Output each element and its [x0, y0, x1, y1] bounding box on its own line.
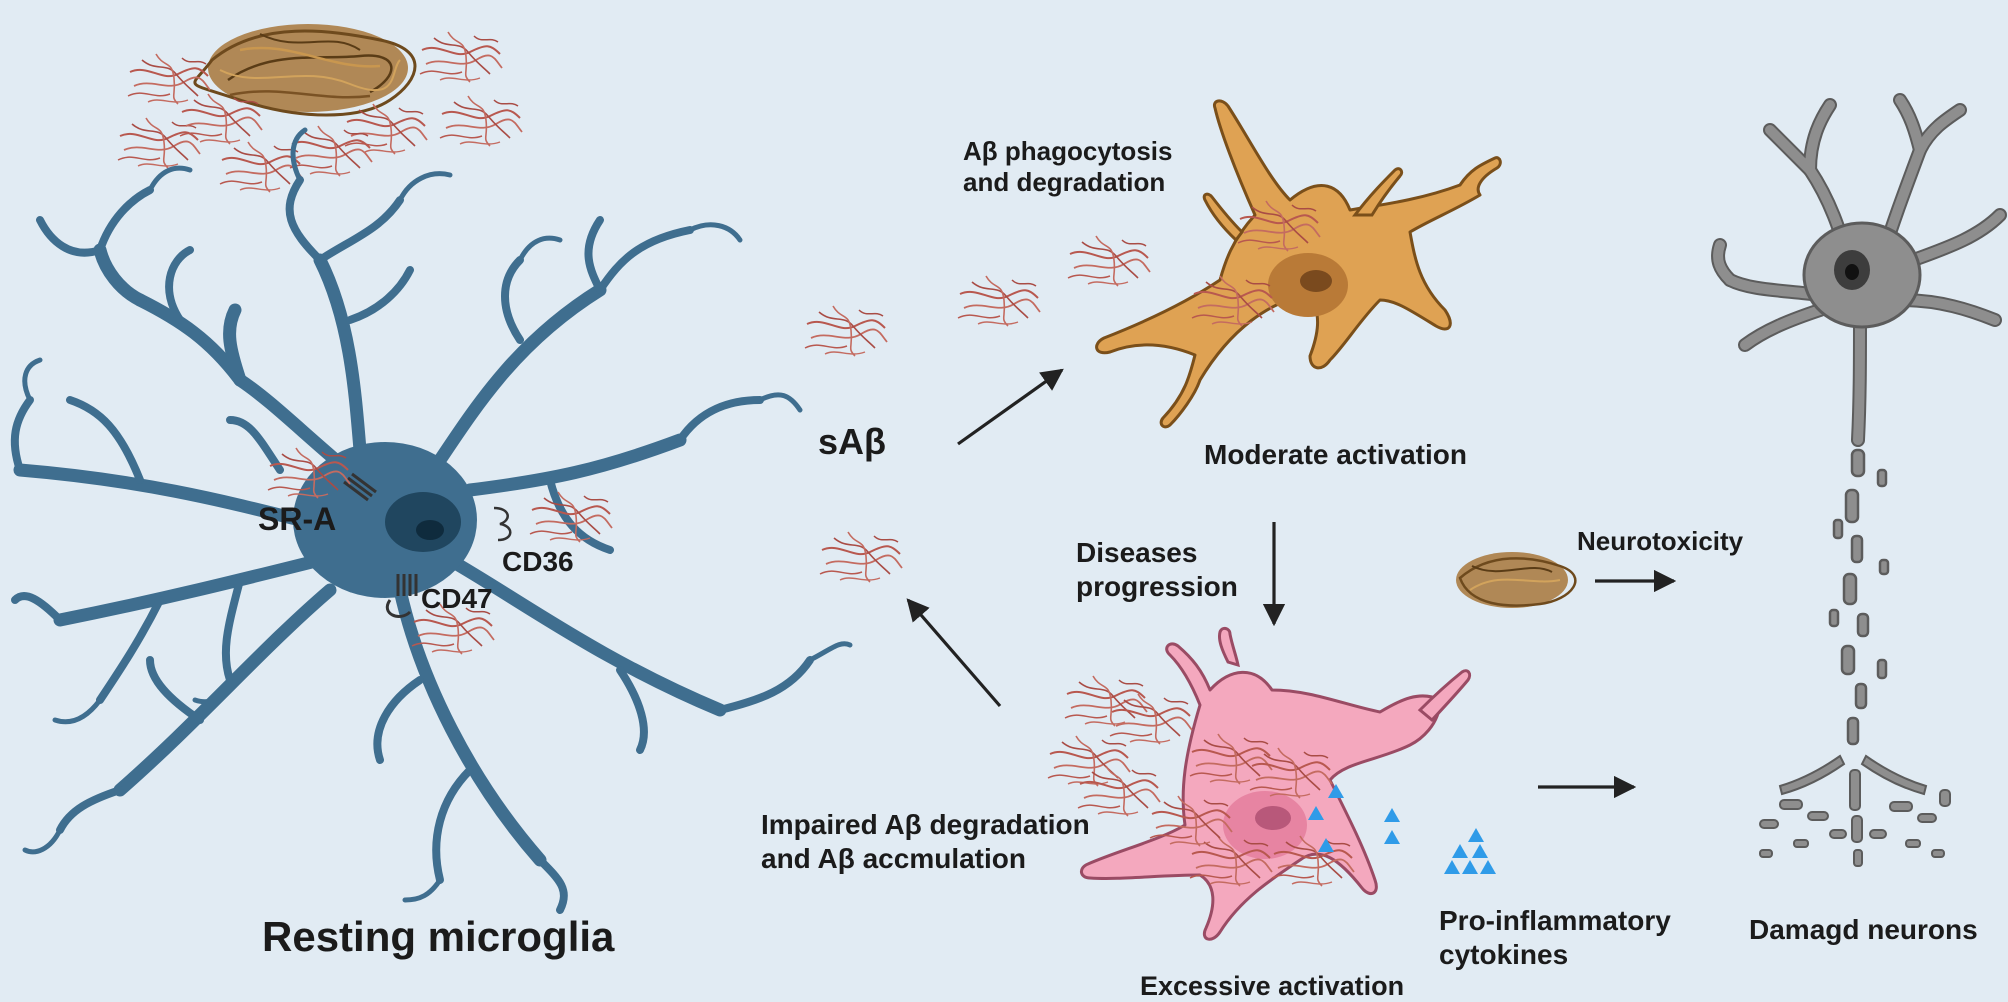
soluble-abeta-fibrils [804, 235, 1151, 583]
resting-microglia-body [293, 442, 477, 598]
arrow-sab-to-moderate [957, 368, 1064, 446]
amyloid-plaque-neurotoxic [1456, 552, 1577, 608]
label-sr-a: SR-A [258, 501, 337, 537]
label-excessive-activation: Excessive activation [1140, 971, 1405, 1001]
excessive-microglia-nucleolus [1255, 806, 1291, 830]
label-phagocytosis-line2: and degradation [963, 167, 1166, 198]
resting-microglia-cell [10, 127, 853, 914]
label-impaired-line1: Impaired Aβ degradation [761, 809, 1090, 840]
sr-a-receptor-icon [343, 472, 377, 502]
arrows [906, 368, 1677, 799]
excessive-microglia-cell [1080, 626, 1472, 941]
label-diseases-progression: Diseases progression [1076, 536, 1238, 603]
label-phagocytosis: Aβ phagocytosis and degradation [963, 136, 1172, 198]
amyloid-plaque-top [193, 24, 417, 117]
label-neurotoxicity: Neurotoxicity [1577, 526, 1744, 556]
label-phagocytosis-line1: Aβ phagocytosis [963, 136, 1173, 166]
label-cd36: CD36 [502, 546, 574, 577]
label-impaired-line2: and Aβ accmulation [761, 842, 1026, 874]
label-diseases-line1: Diseases [1076, 537, 1198, 568]
label-damaged-neurons: Damagd neurons [1749, 914, 1978, 945]
cd47-receptor-icon [386, 574, 418, 618]
label-cytokines-line2: cytokines [1439, 938, 1569, 970]
label-cd47: CD47 [421, 583, 493, 614]
label-cytokines-line1: Pro-inflammatory [1439, 905, 1671, 936]
label-impaired-degradation: Impaired Aβ degradation and Aβ accmulati… [761, 808, 1090, 875]
label-sab: sAβ [818, 421, 886, 462]
moderate-microglia-nucleolus [1300, 270, 1332, 292]
cd36-receptor-icon [493, 506, 512, 542]
label-diseases-line2: progression [1076, 570, 1238, 602]
label-moderate-activation: Moderate activation [1204, 439, 1467, 470]
arrow-excessive-to-sab [906, 598, 1002, 708]
label-resting-microglia: Resting microglia [262, 913, 615, 960]
damaged-neuron [1711, 93, 2007, 867]
resting-microglia-nucleolus [416, 520, 444, 540]
label-pro-inflammatory-cytokines: Pro-inflammatory cytokines [1439, 904, 1671, 971]
